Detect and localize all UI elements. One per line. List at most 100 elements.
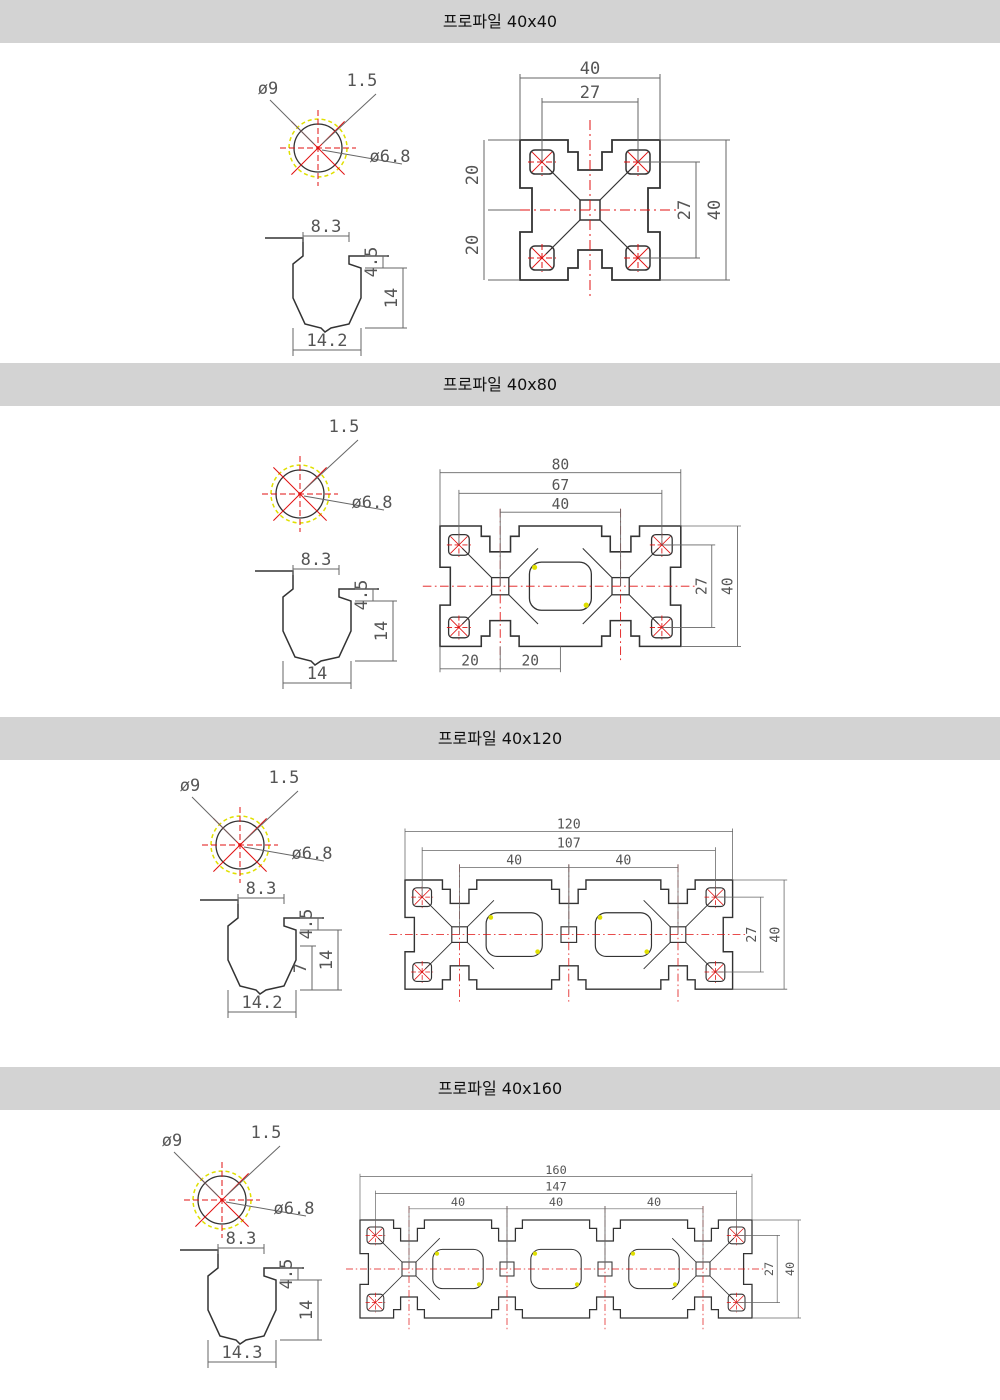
dimension-label: 1.5 [347,71,378,91]
dimension-label: 20 [461,652,479,669]
dimension-label: 14 [382,288,402,308]
section-title: 프로파일 40x160 [437,1079,563,1098]
dimension-label: 1.5 [329,417,360,437]
cavity-mark [476,1282,482,1287]
section-title: 프로파일 40x40 [442,12,558,31]
leader-line [303,439,359,491]
leader-line [243,846,325,862]
dimension-label: 14 [307,664,327,684]
web-line [709,1275,735,1301]
center-line [291,121,345,175]
dimension-label: 40 [552,496,570,513]
dimension-label: 27 [762,1262,776,1276]
web-line [709,1237,735,1263]
dimension-label: 1.5 [251,1123,282,1143]
leader-line [225,1145,281,1197]
dimension-label: 20 [463,235,483,255]
web-line [508,547,539,578]
dimension-label: 27 [694,577,711,595]
dimension-label: 40 [647,1195,661,1209]
web-line [377,1237,403,1263]
web-line [467,899,495,928]
dimension-label: 27 [745,927,760,943]
leader-line [243,790,299,842]
dimension-label: ø9 [180,776,200,796]
dimension-label: 14.2 [307,331,348,351]
dimension-label: 40 [580,59,600,79]
dimension-label: ø6.8 [292,844,333,864]
cavity-mark [597,915,603,920]
t-slot-outline [265,237,389,333]
dimension-label: 40 [783,1262,797,1276]
center-line [368,1228,383,1243]
web-line [599,165,635,201]
web-line [461,594,492,625]
web-line [685,942,713,970]
profile-outline [439,525,682,648]
leader-line [191,796,237,842]
t-slot-outline [180,1249,304,1345]
leader-line [303,495,385,511]
dimension-label: 20 [463,165,483,185]
cavity-mark [583,602,589,608]
leader-line [173,1151,219,1197]
dimension-label: 4.5 [352,580,372,611]
web-line [508,594,539,625]
web-line [671,1275,697,1301]
t-slot-outline [255,570,379,666]
cavity-mark [644,949,650,955]
cavity-mark [434,1251,440,1256]
dimension-label: ø6.8 [352,493,393,513]
section-header: 프로파일 40x80 [0,363,1000,406]
dimension-label: 4.5 [297,909,317,940]
section-header: 프로파일 40x160 [0,1067,1000,1110]
section-header: 프로파일 40x40 [0,0,1000,43]
dimension-label: 14.2 [242,993,283,1013]
web-line [461,547,492,578]
dimension-label: 8.3 [311,217,342,237]
dimension-label: 40 [768,927,783,943]
section-header: 프로파일 40x120 [0,717,1000,760]
cavity-mark [532,1251,538,1256]
web-line [643,899,671,928]
web-line [424,899,453,928]
leader-line [321,93,377,145]
web-line [643,942,671,970]
web-line [545,165,581,201]
dimension-label: ø9 [162,1131,182,1151]
dimension-label: 107 [557,836,581,851]
t-slot-outline [200,899,324,995]
dimension-label: 7 [291,963,311,973]
dimension-label: 14.3 [222,1343,263,1363]
web-line [545,219,581,255]
dimension-label: 14 [317,950,337,970]
dimension-label: 20 [522,652,540,669]
cavity-mark [488,915,494,920]
web-line [671,1237,697,1263]
leader-line [269,99,315,145]
dimension-label: ø6.8 [370,147,411,167]
leader-line [225,1201,307,1217]
web-line [582,594,613,625]
dimension-label: ø9 [258,79,278,99]
web-line [628,547,659,578]
dimension-label: 160 [545,1163,566,1177]
leader-line [321,149,403,165]
web-line [685,899,713,928]
dimension-label: 40 [451,1195,465,1209]
dimension-label: 27 [580,83,600,103]
dimension-label: 40 [719,577,736,595]
dimension-label: 40 [705,200,725,220]
web-line [467,942,495,970]
dimension-label: 14 [372,621,392,641]
section-title: 프로파일 40x120 [437,729,563,748]
dimension-label: ø6.8 [274,1199,315,1219]
dimension-label: 80 [552,456,570,473]
dimension-label: 40 [549,1195,563,1209]
